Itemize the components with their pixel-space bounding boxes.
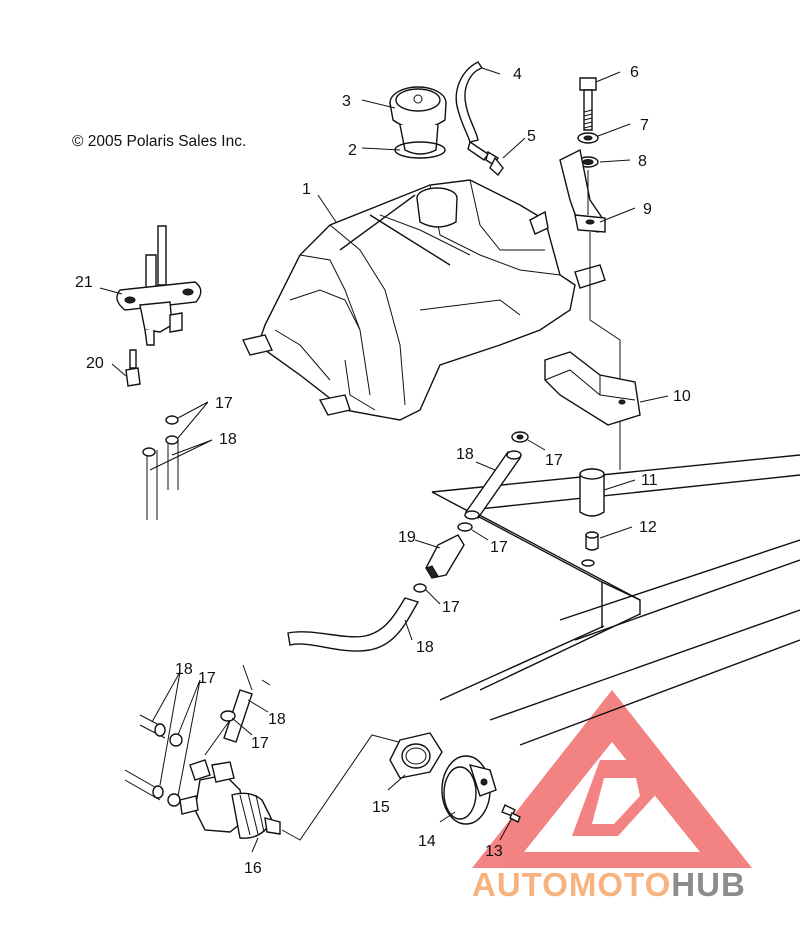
callout-9: 9 [643, 201, 652, 218]
callout-17-f: 17 [251, 735, 269, 752]
spacer [579, 468, 605, 517]
callout-18-e: 18 [268, 711, 286, 728]
callout-17-b: 17 [545, 452, 563, 469]
washer-7 [577, 132, 599, 144]
callout-17-d: 17 [442, 599, 460, 616]
callout-20: 20 [86, 355, 104, 372]
callout-16: 16 [244, 860, 262, 877]
center-hose [464, 450, 522, 520]
grommet [585, 531, 599, 551]
callout-18-a: 18 [219, 431, 237, 448]
callout-8: 8 [638, 153, 647, 170]
callout-10: 10 [673, 388, 691, 405]
clamp-top [511, 431, 529, 443]
callout-17-a: 17 [215, 395, 233, 412]
callout-18-d: 18 [175, 661, 193, 678]
fuel-filter [413, 522, 473, 593]
callout-15: 15 [372, 799, 390, 816]
callout-6: 6 [630, 64, 639, 81]
vent-fitting [467, 140, 504, 177]
callout-4: 4 [513, 66, 522, 83]
fuel-valve [116, 225, 202, 346]
valve-screw [125, 349, 141, 387]
callout-21: 21 [75, 274, 93, 291]
mount-screw [501, 804, 521, 823]
tank-bracket [559, 148, 606, 233]
pump-nut [389, 732, 443, 779]
brand-part-1: AUTOMOTO [472, 866, 672, 903]
callout-17-c: 17 [490, 539, 508, 556]
callout-18-c: 18 [416, 639, 434, 656]
callout-3: 3 [342, 93, 351, 110]
pump-leader-line [281, 734, 411, 841]
callout-2: 2 [348, 142, 357, 159]
watermark-logo [472, 690, 752, 868]
pump-mount [441, 755, 497, 825]
callout-11: 11 [641, 472, 658, 489]
callout-12: 12 [639, 519, 657, 536]
callout-7: 7 [640, 117, 649, 134]
callout-14: 14 [418, 833, 436, 850]
fuel-cap [389, 86, 447, 155]
brand-part-2: HUB [671, 866, 746, 903]
leader-lines [99, 67, 669, 853]
callout-5: 5 [527, 128, 536, 145]
callout-18-b: 18 [456, 446, 474, 463]
pump-hoses [124, 664, 271, 807]
callout-17-e: 17 [198, 670, 216, 687]
brand-watermark: AUTOMOTOHUB [472, 866, 746, 904]
callout-labels: 1 2 3 4 5 6 7 8 9 10 11 12 13 14 15 16 1… [75, 64, 691, 877]
bolt [579, 77, 597, 131]
callout-1: 1 [302, 181, 311, 198]
copyright-notice: © 2005 Polaris Sales Inc. [72, 133, 247, 150]
vent-hose [455, 61, 484, 143]
left-hoses [142, 415, 179, 520]
callout-13: 13 [485, 843, 503, 860]
long-hose [287, 597, 420, 652]
tank-support-pad [544, 351, 641, 426]
frame-rails [431, 454, 800, 746]
callout-19: 19 [398, 529, 416, 546]
fuel-pump [179, 759, 281, 839]
